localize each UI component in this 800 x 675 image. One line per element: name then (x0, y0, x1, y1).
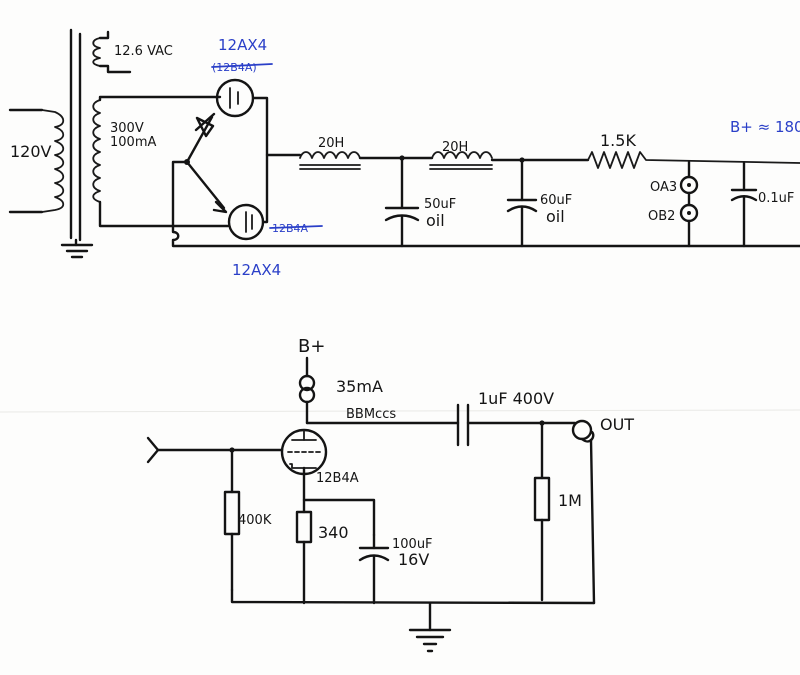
coupling-cap-label: 1uF 400V (478, 389, 554, 408)
load-resistor-label: 1M (558, 491, 582, 510)
ground-bus (230, 588, 596, 605)
heater-lead-top (98, 30, 110, 40)
bypass-cap-value-label: 100uF (392, 537, 433, 552)
bypass-cap-voltage-label: 16V (398, 550, 429, 569)
top-rectifier-type-label: 12AX4 (218, 36, 267, 54)
amp-supply-label: B+ (298, 336, 325, 357)
supply-output-label: B+ ≈ 180V (730, 118, 800, 136)
choke-2-label: 20H (442, 140, 468, 155)
ccs-current-label: 35mA (336, 377, 383, 396)
crossed-out-strike-bottom (269, 225, 323, 229)
hv-winding-voltage-label: 300V (110, 121, 144, 136)
jack-ground-wire (589, 438, 596, 605)
cap2-type-label: oil (546, 207, 565, 226)
bypass-capacitor-supply (730, 161, 758, 248)
cathode-bypass-capacitor (358, 533, 390, 605)
heater-lead-bottom (98, 64, 132, 74)
rectifier-tube-top (215, 78, 302, 157)
cathode-wire (302, 466, 376, 537)
filter-capacitor-1 (384, 156, 420, 248)
filter-capacitor-2 (506, 158, 538, 248)
input-terminal[interactable] (146, 436, 283, 464)
cap2-value-label: 60uF (540, 193, 572, 208)
primary-coil (41, 109, 65, 213)
bottom-arrow (212, 200, 228, 214)
top-rectifier-plate-wire (251, 96, 302, 157)
constant-current-source (298, 374, 316, 425)
bottom-rectifier-alt-type-label: 12B4A (272, 222, 309, 235)
bottom-rectifier-cathode-wire (185, 160, 226, 210)
output-junction-dot (539, 420, 545, 426)
bypass-cap-supply-label: 0.1uF (758, 191, 794, 206)
bottom-rectifier-plate-wire (261, 153, 269, 224)
hv-bottom-wire (98, 200, 230, 228)
grid-resistor (223, 448, 241, 592)
ccs-type-label: BBMccs (346, 407, 396, 422)
dropping-resistor-label: 1.5K (600, 131, 636, 150)
cap1-type-label: oil (426, 211, 445, 230)
crossed-out-strike-top (211, 63, 273, 68)
diode-symbol (194, 112, 216, 138)
cap1-value-label: 50uF (424, 197, 456, 212)
coupling-capacitor (456, 403, 577, 447)
voltage-regulator-tubes (679, 160, 699, 248)
output-jack[interactable] (571, 419, 595, 443)
heater-coil (92, 37, 101, 67)
hv-winding-current-label: 100mA (110, 135, 156, 150)
top-rectifier-alt-type-label: (12B4A) (212, 61, 257, 74)
output-load-resistor (533, 421, 551, 602)
choke-1 (299, 151, 361, 170)
heater-winding-label: 12.6 VAC (114, 44, 173, 59)
dropping-resistor (587, 151, 800, 169)
output-label: OUT (600, 415, 634, 434)
power-transformer (8, 28, 132, 259)
regulator-1-label: OA3 (650, 180, 677, 195)
regulator-2-label: OB2 (648, 209, 675, 224)
ground-symbol (408, 601, 452, 653)
triode-type-label: 12B4A (316, 471, 359, 486)
cathode-resistor-label: 340 (318, 523, 349, 542)
rectifier-tube-bottom (212, 153, 269, 241)
choke-2 (429, 151, 493, 170)
bottom-rectifier-type-label: 12AX4 (232, 261, 281, 279)
hv-secondary-coil (92, 99, 101, 203)
hv-top-wire (98, 95, 222, 102)
grid-resistor-label: 400K (238, 513, 272, 528)
rectified-output-wire (171, 160, 800, 248)
choke-1-label: 20H (318, 136, 344, 151)
paper-fold-line (0, 409, 800, 413)
primary-voltage-label: 120V (10, 142, 52, 161)
cathode-resistor (295, 498, 313, 605)
